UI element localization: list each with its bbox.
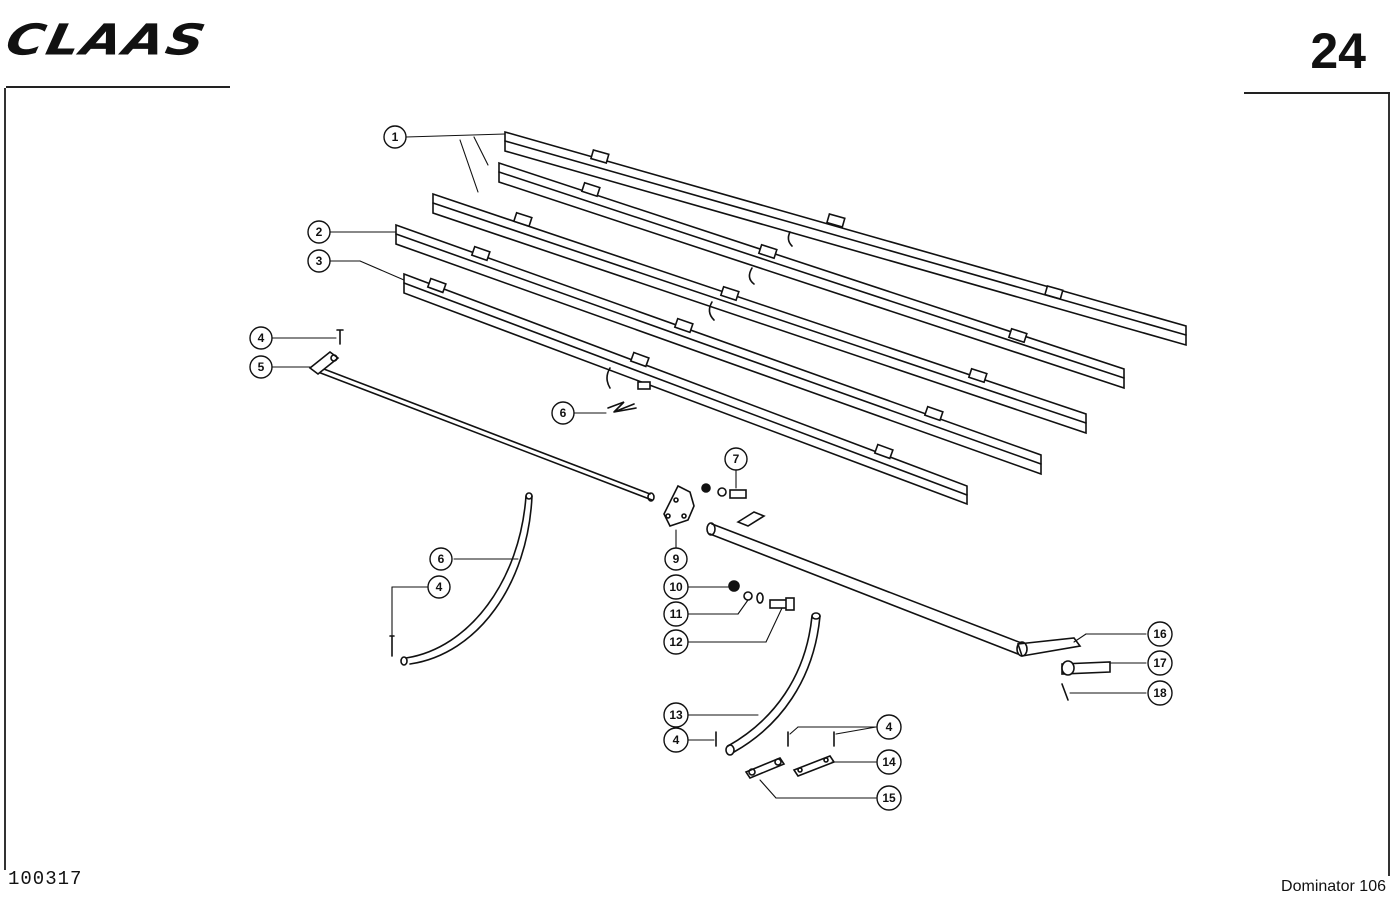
header-rule-left (6, 86, 230, 88)
svg-text:18: 18 (1153, 686, 1167, 700)
callout-17: 17 (1147, 650, 1173, 676)
angle-rail-2 (395, 223, 1042, 476)
frame-left-border (4, 88, 6, 870)
pin-part-18 (1061, 683, 1069, 701)
rail-clip-b (748, 267, 755, 285)
callout-14: 14 (876, 749, 902, 775)
long-tie-rod-part-5 (308, 350, 655, 502)
callout-1: 1 (383, 125, 407, 149)
svg-text:6: 6 (560, 406, 567, 420)
page-number: 24 (1310, 23, 1366, 79)
svg-text:6: 6 (438, 552, 445, 566)
curved-strap-part-6 (400, 492, 533, 666)
callout-2: 2 (307, 220, 331, 244)
header-rule-right (1244, 92, 1390, 94)
washer-part-11b (756, 592, 764, 604)
callout-16: 16 (1147, 621, 1173, 647)
bolt-part-12 (769, 597, 795, 611)
machine-model: Dominator 106 (1281, 878, 1386, 895)
svg-text:11: 11 (670, 607, 683, 621)
callout-7: 7 (724, 447, 748, 471)
bracket-plate-part-9 (663, 484, 695, 527)
svg-text:10: 10 (669, 580, 683, 594)
svg-text:7: 7 (733, 452, 740, 466)
bolt-part-7 (701, 483, 747, 499)
callout-13: 13 (663, 702, 689, 728)
svg-text:12: 12 (669, 635, 683, 649)
callout-4-lower-right: 4 (876, 714, 902, 740)
callout-9: 9 (664, 547, 688, 571)
angle-rail-1c (432, 192, 1087, 435)
svg-text:14: 14 (882, 755, 896, 769)
rail-brackets (426, 148, 1064, 460)
svg-text:13: 13 (669, 708, 683, 722)
cotter-pin-top (336, 329, 344, 345)
callout-6-clip: 6 (551, 401, 575, 425)
svg-text:17: 17 (1153, 656, 1167, 670)
svg-text:3: 3 (316, 254, 323, 268)
callout-10: 10 (663, 574, 689, 600)
callout-4-lower-left: 4 (663, 727, 689, 753)
rail-clip-d (606, 367, 611, 389)
link-plate-part-15 (744, 757, 786, 779)
callout-4-left: 4 (427, 575, 451, 599)
rail-clip-e (637, 381, 651, 390)
svg-text:9: 9 (673, 552, 680, 566)
svg-text:2: 2 (316, 225, 323, 239)
svg-text:15: 15 (882, 791, 896, 805)
svg-text:16: 16 (1153, 627, 1167, 641)
svg-text:4: 4 (436, 580, 443, 594)
svg-text:4: 4 (673, 733, 680, 747)
document-number: 100317 (8, 868, 83, 890)
svg-text:1: 1 (392, 130, 399, 144)
svg-text:4: 4 (258, 331, 265, 345)
long-tube-part-16 (706, 511, 1082, 657)
washer-part-11a (743, 591, 753, 601)
svg-text:5: 5 (258, 360, 265, 374)
callout-4-top: 4 (249, 326, 273, 350)
nut-part-10 (728, 580, 740, 592)
angle-rail-3 (403, 272, 968, 506)
rail-clip-c (708, 301, 715, 321)
svg-text:4: 4 (886, 720, 893, 734)
callout-11: 11 (663, 601, 689, 627)
sleeve-part-17 (1061, 660, 1111, 676)
cotter-pin-left (389, 635, 395, 657)
angle-rail-1a (504, 130, 1187, 347)
curved-strap-part-13 (725, 612, 821, 756)
angle-rail-1b (498, 161, 1125, 390)
callout-15: 15 (876, 785, 902, 811)
callout-5: 5 (249, 355, 273, 379)
callout-3: 3 (307, 249, 331, 273)
bent-clip-part-6 (607, 401, 637, 413)
frame-right-border (1388, 94, 1390, 876)
callout-6-strap: 6 (429, 547, 453, 571)
callout-12: 12 (663, 629, 689, 655)
leader-lines (271, 133, 1147, 799)
link-plate-part-14 (792, 755, 836, 777)
callout-18: 18 (1147, 680, 1173, 706)
rail-clip-a (787, 231, 793, 247)
